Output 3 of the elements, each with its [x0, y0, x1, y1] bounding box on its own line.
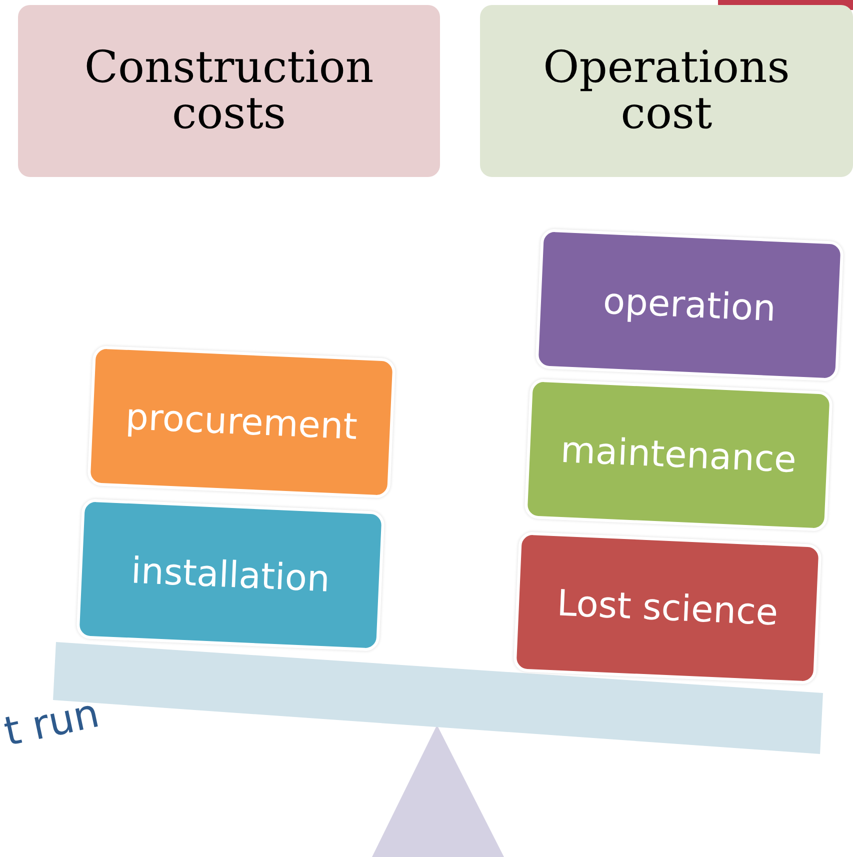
- category-header: Operations cost: [480, 5, 853, 177]
- category-header: Construction costs: [18, 5, 440, 177]
- slide-text: t run: [0, 690, 104, 756]
